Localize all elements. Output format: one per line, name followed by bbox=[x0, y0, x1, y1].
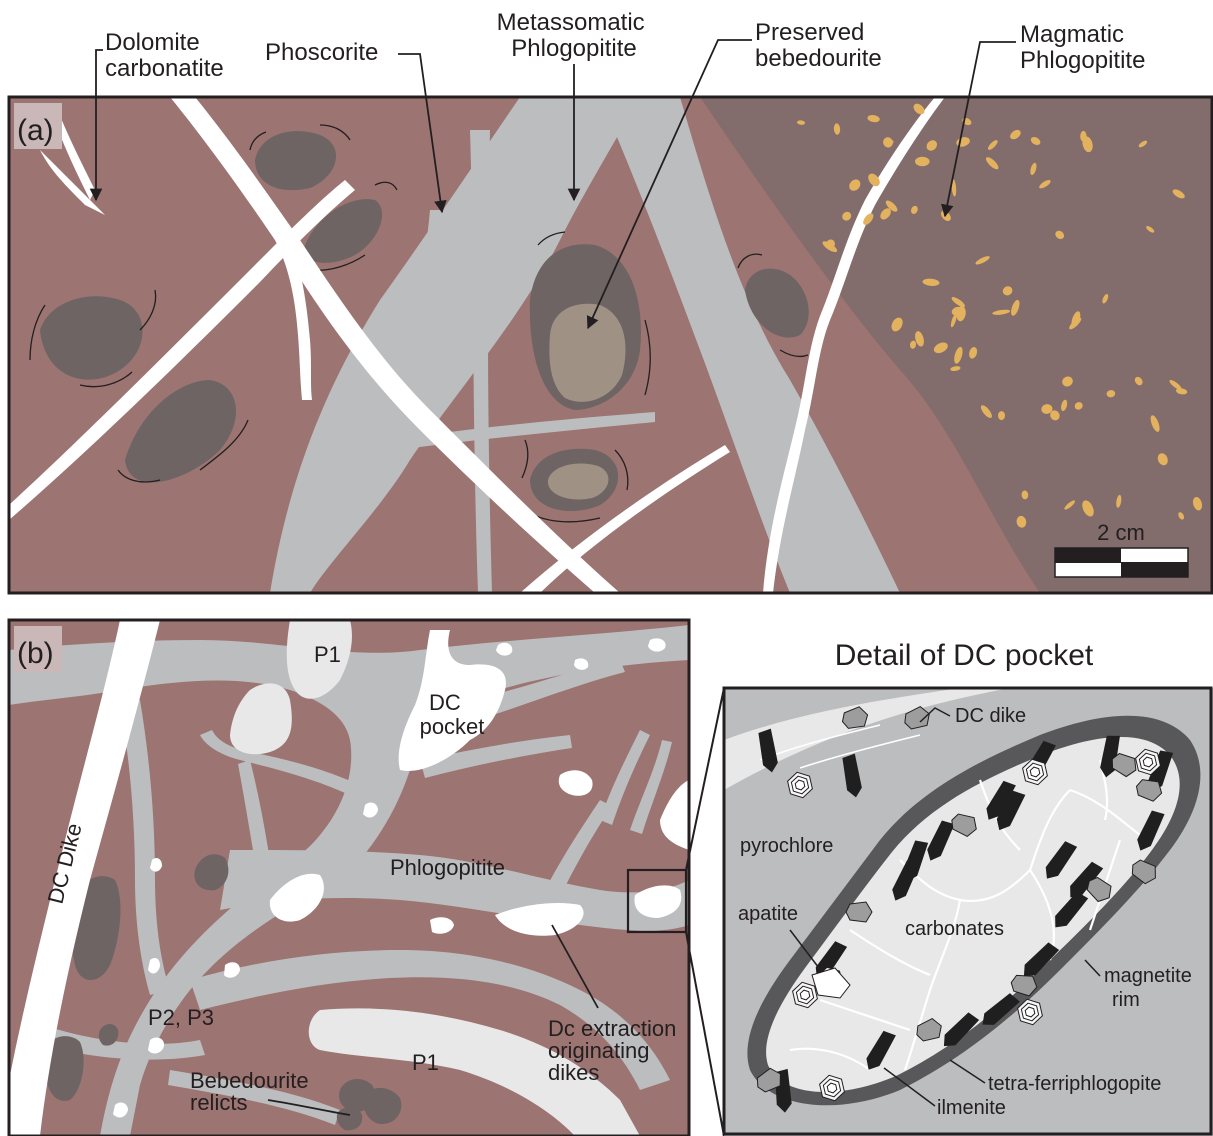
pyrochlore-crystal bbox=[1025, 1007, 1035, 1017]
apatite-fleck bbox=[915, 157, 930, 166]
scale-bar-label: 2 cm bbox=[1097, 520, 1145, 545]
pyrochlore-crystal bbox=[827, 1083, 837, 1093]
label-tetra-ferriphlogopite: tetra-ferriphlogopite bbox=[988, 1073, 1161, 1095]
connector-bottom bbox=[686, 932, 724, 1136]
detail-title: Detail of DC pocket bbox=[835, 639, 1094, 672]
label-metassomatic-phlogopitite: Metassomatic Phlogopitite bbox=[497, 9, 652, 62]
label-pyrochlore: pyrochlore bbox=[740, 835, 833, 857]
label-dolomite-carbonatite: Dolomite carbonatite bbox=[105, 29, 224, 82]
label-detail-dc-dike: DC dike bbox=[955, 705, 1026, 727]
label-p1-top: P1 bbox=[314, 642, 341, 667]
label-phoscorite: Phoscorite bbox=[265, 39, 378, 66]
label-p2-p3: P2, P3 bbox=[148, 1005, 214, 1030]
panel-a: 2 cm (a) Dolomite carbonatite Phoscorite… bbox=[9, 9, 1212, 593]
pyrochlore-crystal bbox=[795, 780, 805, 790]
pyrochlore-crystal bbox=[800, 990, 810, 1000]
label-apatite: apatite bbox=[738, 903, 798, 925]
panel-a-label: (a) bbox=[17, 114, 54, 147]
panel-b: (b) DC Dike P1 DC pocket Phlogopitite P2… bbox=[9, 620, 724, 1136]
panel-b-label: (b) bbox=[17, 637, 54, 670]
pyrochlore-crystal bbox=[1030, 767, 1040, 777]
label-ilmenite: ilmenite bbox=[937, 1097, 1006, 1119]
label-phlogopitite: Phlogopitite bbox=[390, 855, 505, 880]
connector-top bbox=[686, 688, 724, 870]
pyrochlore-crystal bbox=[1143, 757, 1153, 767]
phlogopite-crystal bbox=[846, 902, 872, 922]
detail-inset: Detail of DC pocket bbox=[724, 639, 1213, 1136]
label-magmatic-phlogopitite: Magmatic Phlogopitite bbox=[1020, 21, 1145, 74]
label-carbonates: carbonates bbox=[905, 918, 1004, 940]
label-p1-bottom: P1 bbox=[412, 1050, 439, 1075]
apatite-fleck bbox=[998, 411, 1005, 420]
label-preserved-bebedourite: Preserved bebedourite bbox=[755, 19, 882, 72]
